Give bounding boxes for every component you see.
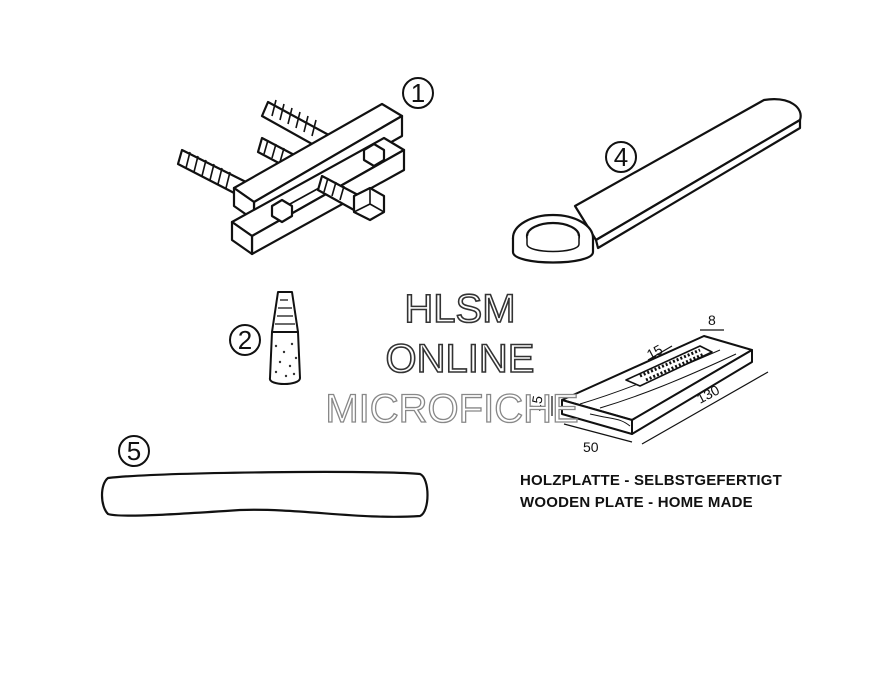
dimension-slot-depth: 15 xyxy=(644,341,665,363)
hex-nut-lower xyxy=(270,198,294,224)
hex-bolt xyxy=(316,174,386,222)
callout-5: 5 xyxy=(118,435,150,467)
callout-2: 2 xyxy=(229,324,261,356)
watermark-line-2: ONLINE xyxy=(386,337,535,381)
wooden-plate xyxy=(561,335,753,435)
callout-1: 1 xyxy=(402,77,434,109)
ring-wrench xyxy=(511,98,802,264)
dimension-width: 50 xyxy=(583,439,599,455)
callout-5-label: 5 xyxy=(127,436,141,466)
puller-tool xyxy=(176,99,406,256)
watermark-line-1: HLSM xyxy=(404,287,515,331)
callout-4-label: 4 xyxy=(614,142,628,172)
watermark-line-3: MICROFICHE xyxy=(325,387,578,431)
callout-4: 4 xyxy=(605,141,637,173)
watermark: HLSM ONLINE MICROFICHE xyxy=(325,286,580,431)
tapered-sleeve xyxy=(269,291,301,385)
caption-english: WOODEN PLATE - HOME MADE xyxy=(520,494,753,511)
flat-bar xyxy=(100,470,429,518)
callout-2-label: 2 xyxy=(238,325,252,355)
caption-german: HOLZPLATTE - SELBSTGEFERTIGT xyxy=(520,472,782,489)
dimension-slot-width: 8 xyxy=(708,312,716,328)
dimension-height: 15 xyxy=(527,394,545,412)
dimension-lines xyxy=(551,329,769,445)
hex-nut-upper xyxy=(362,142,386,168)
callout-1-label: 1 xyxy=(411,78,425,108)
